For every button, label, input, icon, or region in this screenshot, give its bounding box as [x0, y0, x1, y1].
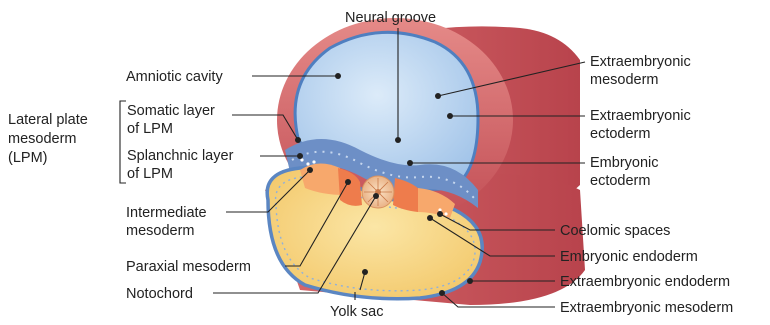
label-notochord: Notochord: [126, 286, 193, 302]
label-yolk-sac: Yolk sac: [330, 304, 383, 320]
label-splanchnic-line-1: Splanchnic layer: [127, 148, 234, 164]
label-intermediate-line-2: mesoderm: [126, 223, 195, 239]
label-splanchnic-line-2: of LPM: [127, 166, 173, 182]
label-intermediate-line-1: Intermediate: [126, 205, 207, 221]
label-paraxial-mesoderm: Paraxial mesoderm: [126, 259, 251, 275]
label-lpm-title: Lateral plate mesoderm (LPM): [8, 112, 92, 166]
label-eem-top-line-2: mesoderm: [590, 72, 659, 88]
label-amniotic-cavity: Amniotic cavity: [126, 69, 223, 85]
label-extraembryonic-mesoderm-bottom: Extraembryonic mesoderm: [560, 300, 733, 316]
label-eec-line-2: ectoderm: [590, 126, 650, 142]
notochord: [362, 176, 394, 208]
label-lpm-line-3: (LPM): [8, 150, 47, 166]
label-embryonic-ectoderm: Embryonic ectoderm: [590, 155, 663, 189]
label-extraembryonic-endoderm: Extraembryonic endoderm: [560, 274, 730, 290]
label-splanchnic-layer: Splanchnic layer of LPM: [127, 148, 237, 182]
label-intermediate-mesoderm: Intermediate mesoderm: [126, 205, 211, 239]
label-extraembryonic-ectoderm: Extraembryonic ectoderm: [590, 108, 695, 142]
label-coelomic-spaces: Coelomic spaces: [560, 223, 670, 239]
label-ec-line-2: ectoderm: [590, 173, 650, 189]
label-ec-line-1: Embryonic: [590, 155, 659, 171]
label-eem-top-line-1: Extraembryonic: [590, 54, 691, 70]
label-lpm-line-2: mesoderm: [8, 131, 77, 147]
label-extraembryonic-mesoderm-top: Extraembryonic mesoderm: [590, 54, 695, 88]
label-neural-groove: Neural groove: [345, 10, 436, 26]
label-somatic-line-2: of LPM: [127, 121, 173, 137]
label-somatic-layer: Somatic layer of LPM: [127, 103, 219, 137]
label-lpm-line-1: Lateral plate: [8, 112, 88, 128]
label-eec-line-1: Extraembryonic: [590, 108, 691, 124]
label-somatic-line-1: Somatic layer: [127, 103, 215, 119]
label-embryonic-endoderm: Embryonic endoderm: [560, 249, 698, 265]
